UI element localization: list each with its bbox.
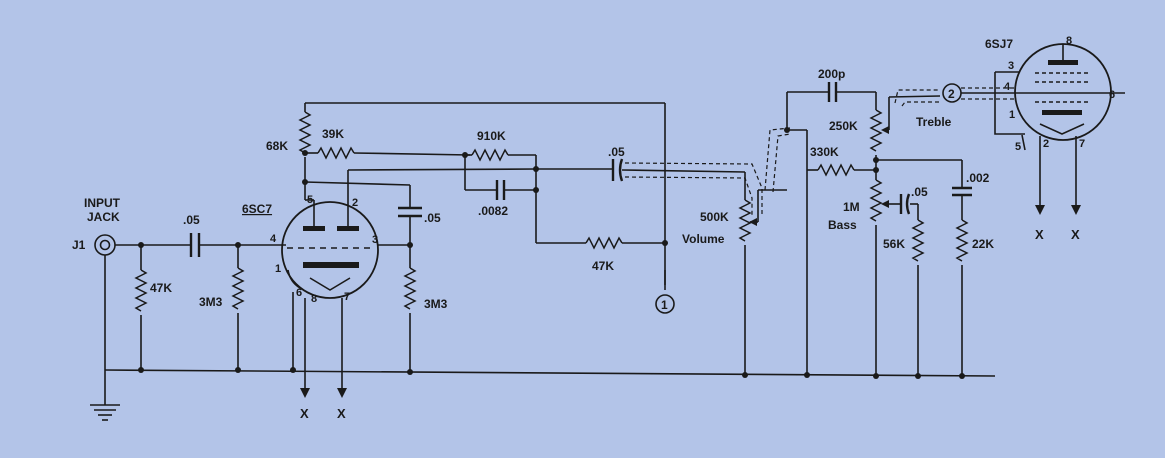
tube-6sc7-label: 6SC7 [242,202,272,216]
r-tone-label: 330K [810,145,839,159]
heater-mark-4: X [1071,227,1080,242]
r-bass-label: 56K [883,237,905,251]
pot-bass-name: Bass [828,218,857,232]
v2-pin-7: 7 [1079,138,1085,150]
input-jack-ref: J1 [72,238,86,252]
c-shunt-label: .002 [966,171,990,185]
r-plate2-label: 39K [322,127,344,141]
v1-pin-6: 6 [296,287,302,299]
tube-6sj7 [994,43,1125,205]
v2-pin-8: 8 [1066,35,1072,47]
r-mix2-label: 47K [592,259,614,273]
v1-pin-2: 2 [352,197,358,209]
v1-pin-1: 1 [275,263,281,275]
v2-pin-6: 6 [1109,89,1115,101]
r-cath-label: 3M3 [424,297,448,311]
ground-bus [90,262,996,421]
r-grid2-label: 3M3 [199,295,223,309]
v2-pin-3: 3 [1008,60,1014,72]
v2-pin-1: 1 [1009,109,1015,121]
v1-pin-4: 4 [270,233,277,245]
r-shunt-label: 22K [972,237,994,251]
v2-pin-5: 5 [1015,141,1021,153]
heater-mark-2: X [337,406,346,421]
c-mix-label: .0082 [478,204,508,218]
input-jack-label-1: INPUT [84,196,121,210]
pot-volume-name: Volume [682,232,725,246]
r-plate1-label: 68K [266,139,288,153]
c-bass-label: .05 [911,185,928,199]
c-couple-label: .05 [424,211,441,225]
connector-1-label: 1 [661,298,668,312]
pot-bass-value: 1M [843,200,860,214]
pot-volume-value: 500K [700,210,729,224]
v1-pin-7: 7 [344,291,350,303]
c-treble-label: 200p [818,67,845,81]
r-mix1-label: 910K [477,129,506,143]
connector-2-label: 2 [948,87,955,101]
v1-pin-3: 3 [372,234,378,246]
c-input-label: .05 [183,213,200,227]
input-jack [94,234,116,262]
heater-mark-1: X [300,406,309,421]
pot-treble-name: Treble [916,115,952,129]
input-jack-label-2: JACK [87,210,120,224]
v2-pin-4: 4 [1004,81,1011,93]
v2-pin-2: 2 [1043,138,1049,150]
c-out-label: .05 [608,145,625,159]
tube-6sc7 [281,200,379,299]
pot-treble-value: 250K [829,119,858,133]
r-grid-label: 47K [150,281,172,295]
tube-6sj7-label: 6SJ7 [985,37,1013,51]
v1-pin-8: 8 [311,293,317,305]
heater-mark-3: X [1035,227,1044,242]
